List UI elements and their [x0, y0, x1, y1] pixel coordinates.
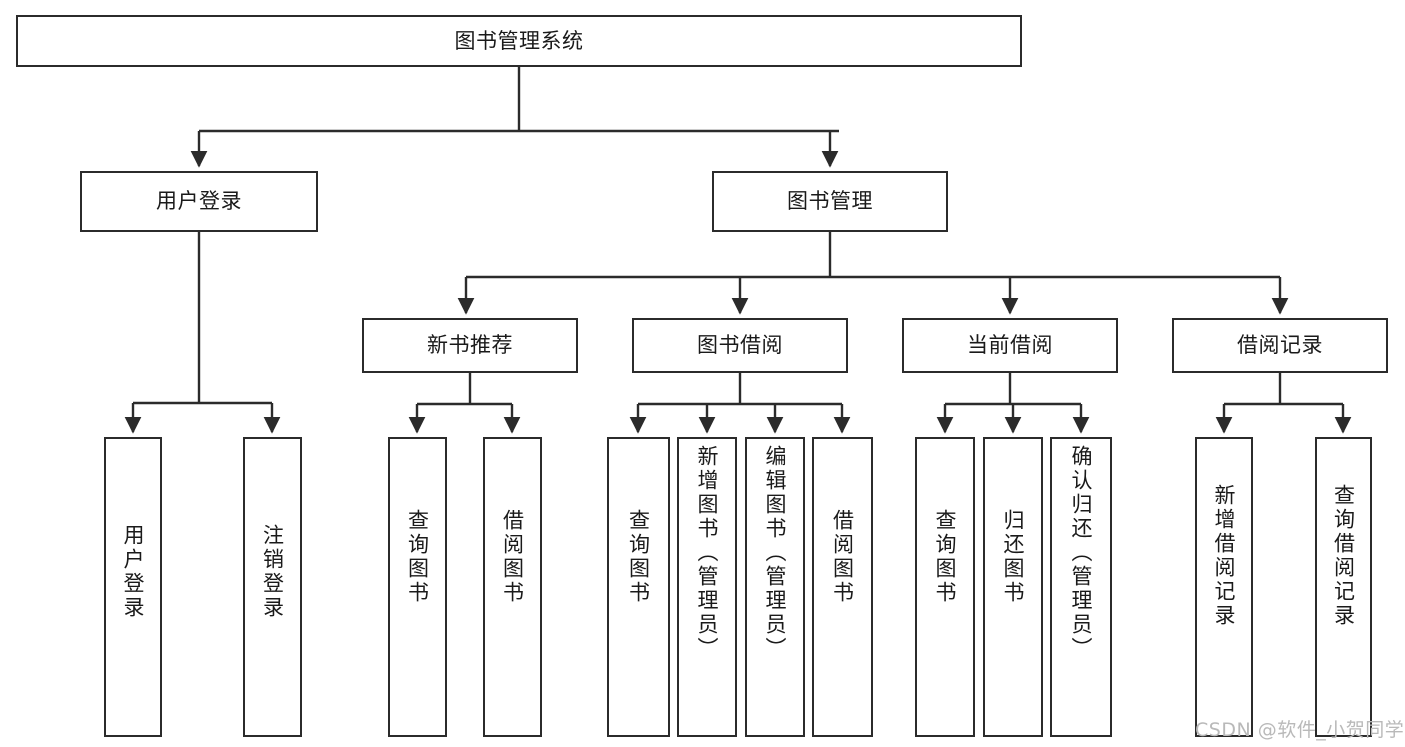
node-label: 注销登录: [260, 524, 285, 620]
node-label: 借阅图书: [830, 509, 855, 605]
node-leaf-logout[interactable]: 注销登录: [243, 437, 302, 737]
node-leaf-user-login[interactable]: 用户登录: [104, 437, 162, 737]
node-label: 图书借阅: [697, 333, 783, 358]
node-label: 用户登录: [156, 189, 242, 214]
node-leaf-query-book-recommend[interactable]: 查询图书: [388, 437, 447, 737]
node-borrow-record[interactable]: 借阅记录: [1172, 318, 1388, 373]
node-current-borrow[interactable]: 当前借阅: [902, 318, 1118, 373]
node-leaf-query-book-borrow[interactable]: 查询图书: [607, 437, 670, 737]
node-leaf-add-borrow-record[interactable]: 新增借阅记录: [1195, 437, 1253, 737]
node-book-management[interactable]: 图书管理: [712, 171, 948, 232]
node-leaf-query-borrow-record[interactable]: 查询借阅记录: [1315, 437, 1372, 737]
node-label: 编辑图书（管理员）: [763, 445, 788, 661]
node-label: 当前借阅: [967, 333, 1053, 358]
node-label: 新书推荐: [427, 333, 513, 358]
node-label: 用户登录: [121, 524, 146, 620]
node-leaf-return-book[interactable]: 归还图书: [983, 437, 1043, 737]
node-label: 查询借阅记录: [1331, 484, 1356, 628]
node-label: 确认归还（管理员）: [1069, 445, 1094, 661]
node-leaf-confirm-return-admin[interactable]: 确认归还（管理员）: [1050, 437, 1112, 737]
node-book-borrow[interactable]: 图书借阅: [632, 318, 848, 373]
node-leaf-add-book-admin[interactable]: 新增图书（管理员）: [677, 437, 737, 737]
node-leaf-borrow-book[interactable]: 借阅图书: [812, 437, 873, 737]
node-label: 借阅记录: [1237, 333, 1323, 358]
node-leaf-borrow-book-recommend[interactable]: 借阅图书: [483, 437, 542, 737]
node-leaf-query-book-current[interactable]: 查询图书: [915, 437, 975, 737]
node-label: 归还图书: [1001, 509, 1026, 605]
node-user-login[interactable]: 用户登录: [80, 171, 318, 232]
node-label: 借阅图书: [500, 509, 525, 605]
node-root-book-management-system[interactable]: 图书管理系统: [16, 15, 1022, 67]
node-leaf-edit-book-admin[interactable]: 编辑图书（管理员）: [745, 437, 805, 737]
node-label: 查询图书: [626, 509, 651, 605]
node-label: 新增借阅记录: [1212, 484, 1237, 628]
node-label: 查询图书: [933, 509, 958, 605]
node-label: 图书管理系统: [454, 28, 584, 53]
node-label: 查询图书: [405, 509, 430, 605]
csdn-watermark: CSDN @软件_小贺同学: [1195, 719, 1405, 741]
node-label: 新增图书（管理员）: [695, 445, 720, 661]
node-new-book-recommend[interactable]: 新书推荐: [362, 318, 578, 373]
node-label: 图书管理: [787, 189, 873, 214]
